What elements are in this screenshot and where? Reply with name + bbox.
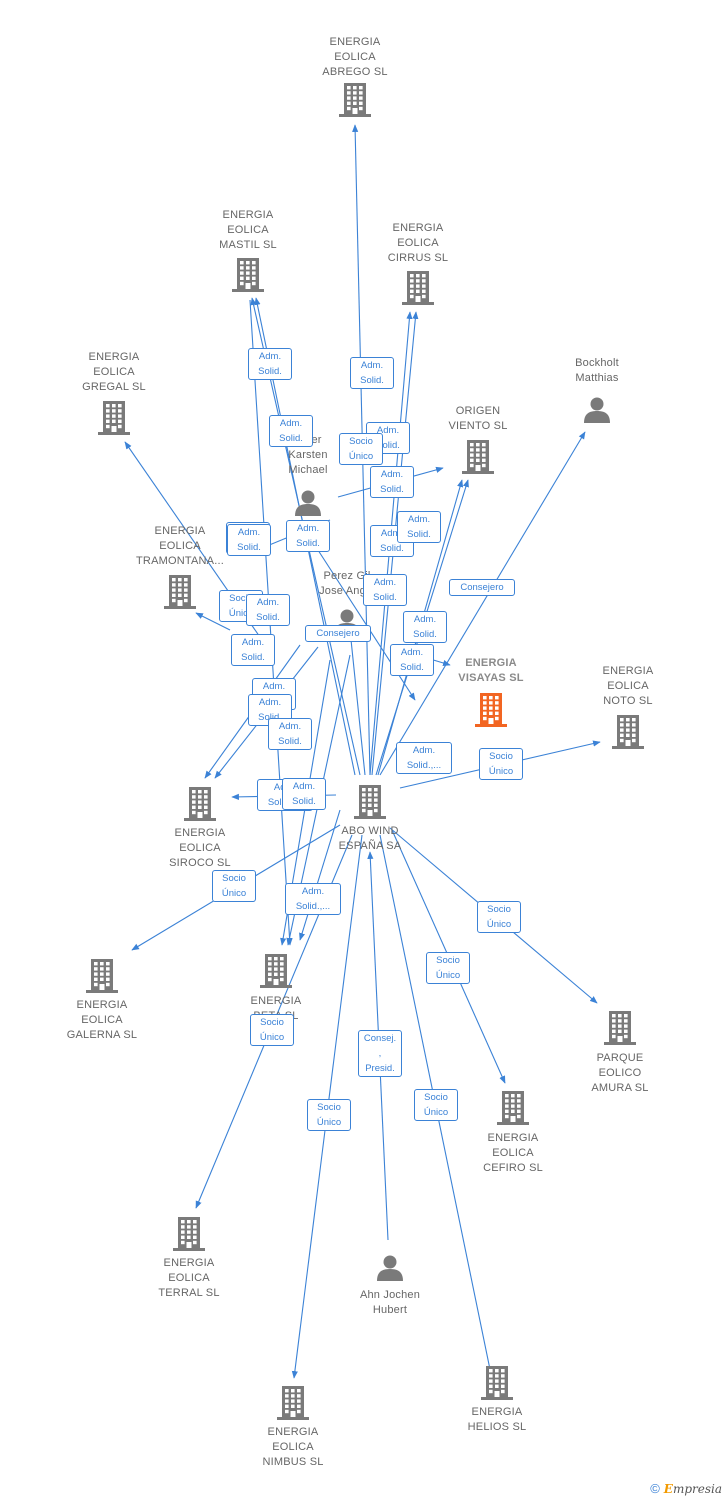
building-icon[interactable] — [173, 1217, 205, 1251]
node-label-siroco[interactable]: ENERGIA EOLICA SIROCO SL — [169, 827, 231, 869]
relation-label[interactable]: Adm. Solid. — [268, 718, 312, 750]
node-label-noto[interactable]: ENERGIA EOLICA NOTO SL — [602, 665, 654, 707]
relation-label[interactable]: Adm. Solid. — [227, 524, 271, 556]
relation-edge — [347, 629, 366, 776]
relation-label[interactable]: Adm. Solid. — [403, 611, 447, 643]
relation-label[interactable]: Socio Único — [426, 952, 470, 984]
relation-label[interactable]: Consejero — [449, 579, 515, 596]
relation-label[interactable]: Socio Único — [477, 901, 521, 933]
building-icon[interactable] — [232, 258, 264, 292]
focus-building-icon[interactable] — [475, 693, 507, 727]
building-icon[interactable] — [164, 575, 196, 609]
person-icon[interactable] — [377, 1255, 403, 1282]
node-label-tramontana[interactable]: ENERGIA EOLICA TRAMONTANA... — [136, 525, 224, 567]
node-label-nimbus[interactable]: ENERGIA EOLICA NIMBUS SL — [262, 1426, 324, 1468]
relation-edge — [379, 431, 586, 776]
building-icon[interactable] — [604, 1011, 636, 1045]
node-label-amura[interactable]: PARQUE EOLICO AMURA SL — [591, 1052, 649, 1094]
node-label-cirrus[interactable]: ENERGIA EOLICA CIRRUS SL — [387, 222, 449, 264]
relation-label[interactable]: Adm. Solid. — [246, 594, 290, 626]
node-label-galerna[interactable]: ENERGIA EOLICA GALERNA SL — [66, 999, 138, 1041]
building-icon[interactable] — [277, 1386, 309, 1420]
relation-label[interactable]: Socio Único — [479, 748, 523, 780]
brand-initial: E — [663, 1482, 673, 1496]
relation-label[interactable]: Adm. Solid. — [397, 511, 441, 543]
footer-brand[interactable]: ©Empresia — [650, 1481, 722, 1496]
node-label-abrego[interactable]: ENERGIA EOLICA ABREGO SL — [322, 36, 388, 78]
relation-label[interactable]: Adm. Solid. — [390, 644, 434, 676]
node-label-ahn[interactable]: Ahn Jochen Hubert — [359, 1289, 421, 1316]
relation-label[interactable]: Adm. Solid.,... — [285, 883, 341, 915]
building-icon[interactable] — [497, 1091, 529, 1125]
relation-label[interactable]: Socio Único — [212, 870, 256, 902]
person-icon[interactable] — [584, 397, 610, 424]
relation-label[interactable]: Socio Único — [307, 1099, 351, 1131]
node-label-bockholt[interactable]: Bockholt Matthias — [575, 357, 619, 384]
relation-edge — [299, 809, 341, 941]
relation-label[interactable]: Adm. Solid. — [350, 357, 394, 389]
person-icon[interactable] — [295, 490, 321, 517]
relation-label[interactable]: Adm. Solid. — [370, 466, 414, 498]
node-label-cefiro[interactable]: ENERGIA EOLICA CEFIRO SL — [483, 1132, 543, 1174]
relation-label[interactable]: Adm. Solid. — [286, 520, 330, 552]
building-icon[interactable] — [612, 715, 644, 749]
building-icon[interactable] — [86, 959, 118, 993]
relation-label[interactable]: Adm. Solid. — [269, 415, 313, 447]
relation-label[interactable]: Socio Único — [250, 1014, 294, 1046]
relation-label[interactable]: Consej. , Presid. — [358, 1030, 402, 1077]
building-icon[interactable] — [184, 787, 216, 821]
relation-label[interactable]: Adm. Solid. — [248, 348, 292, 380]
node-label-mastil[interactable]: ENERGIA EOLICA MASTIL SL — [219, 209, 277, 251]
relation-label[interactable]: Consejero — [305, 625, 371, 642]
building-icon[interactable] — [402, 271, 434, 305]
building-icon[interactable] — [98, 401, 130, 435]
building-icon[interactable] — [339, 83, 371, 117]
building-icon[interactable] — [462, 440, 494, 474]
relation-label[interactable]: Socio Único — [414, 1089, 458, 1121]
relation-label[interactable]: Socio Único — [339, 433, 383, 465]
node-label-abo[interactable]: ABO WIND ESPAÑA SA — [338, 825, 402, 852]
node-label-gregal[interactable]: ENERGIA EOLICA GREGAL SL — [82, 351, 146, 393]
relation-edge — [195, 612, 231, 631]
node-label-origen[interactable]: ORIGEN VIENTO SL — [448, 405, 508, 432]
relation-label[interactable]: Adm. Solid.,... — [396, 742, 452, 774]
relation-label[interactable]: Adm. Solid. — [282, 778, 326, 810]
node-label-terral[interactable]: ENERGIA EOLICA TERRAL SL — [158, 1257, 220, 1299]
node-label-helios[interactable]: ENERGIA HELIOS SL — [467, 1406, 527, 1433]
building-icon[interactable] — [260, 954, 292, 988]
relation-label[interactable]: Adm. Solid. — [363, 574, 407, 606]
copyright-symbol: © — [650, 1481, 660, 1496]
relation-label[interactable]: Adm. Solid. — [231, 634, 275, 666]
brand-name: mpresia — [672, 1482, 722, 1496]
node-label-visayas[interactable]: ENERGIA VISAYAS SL — [458, 657, 524, 684]
building-icon[interactable] — [354, 785, 386, 819]
building-icon[interactable] — [481, 1366, 513, 1400]
